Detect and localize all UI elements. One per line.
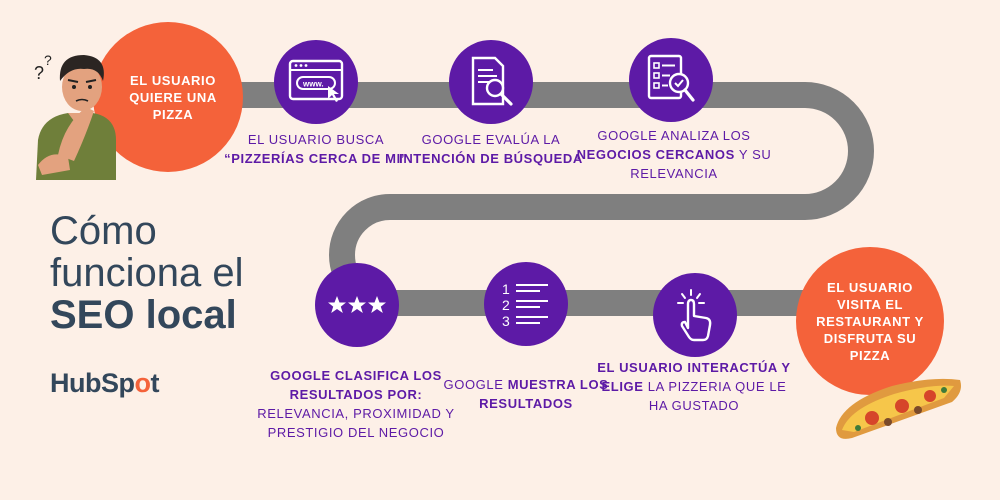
start-circle: EL USUARIO QUIERE UNA PIZZA <box>93 22 243 172</box>
step-analyze-circle <box>629 38 713 122</box>
step-analyze-text-end: Y SU RELEVANCIA <box>630 147 772 181</box>
hubspot-logo: HubSpot <box>50 368 159 399</box>
step-choose-circle <box>653 273 737 357</box>
end-label: EL USUARIO VISITA EL RESTAURANT Y DISFRU… <box>816 279 924 363</box>
page-title: Cómo funciona el SEO local <box>50 210 243 336</box>
step-intent-text: GOOGLE EVALÚA LA <box>421 132 561 147</box>
logo-text-1: HubSp <box>50 368 135 398</box>
step-analyze-caption: GOOGLE ANALIZA LOS NEGOCIOS CERCANOS Y S… <box>574 126 774 183</box>
step-results-bold: MUESTRA LOS RESULTADOS <box>479 377 609 411</box>
title-line-1: Cómo <box>50 209 157 253</box>
step-analyze-bold: NEGOCIOS CERCANOS <box>576 147 735 162</box>
step-rank-text: RELEVANCIA, PROXIMIDAD Y PRESTIGIO DEL N… <box>257 406 455 440</box>
step-intent-bold: INTENCIÓN DE BÚSQUEDA <box>399 151 583 166</box>
browser-window-icon: www. <box>288 59 344 102</box>
checklist-magnifier-icon <box>647 54 695 102</box>
step-rank-caption: GOOGLE CLASIFICA LOS RESULTADOS POR: REL… <box>256 366 456 442</box>
question-mark: ? <box>44 52 52 68</box>
step-search-text: EL USUARIO BUSCA <box>247 132 385 147</box>
svg-text:2: 2 <box>502 297 510 313</box>
step-analyze-text: GOOGLE ANALIZA LOS <box>597 128 751 143</box>
document-magnifier-icon <box>471 56 513 106</box>
numbered-list-icon: 1 2 3 <box>502 281 548 328</box>
svg-text:www.: www. <box>302 80 324 89</box>
step-search-bold: “PIZZERÍAS CERCA DE MI” <box>224 151 408 166</box>
step-results-caption: GOOGLE MUESTRA LOS RESULTADOS <box>426 375 626 413</box>
step-rank-bold: GOOGLE CLASIFICA LOS RESULTADOS POR: <box>270 368 442 402</box>
svg-text:1: 1 <box>502 281 510 297</box>
title-line-2: funciona el <box>50 251 244 295</box>
svg-text:3: 3 <box>502 313 510 328</box>
step-search-caption: EL USUARIO BUSCA “PIZZERÍAS CERCA DE MI” <box>216 130 416 168</box>
step-intent-circle <box>449 40 533 124</box>
step-intent-caption: GOOGLE EVALÚA LA INTENCIÓN DE BÚSQUEDA <box>391 130 591 168</box>
step-choose-text: LA PIZZERIA QUE LE HA GUSTADO <box>643 379 787 413</box>
step-rank-circle <box>315 263 399 347</box>
end-circle: EL USUARIO VISITA EL RESTAURANT Y DISFRU… <box>796 247 944 395</box>
step-choose-caption: EL USUARIO INTERACTÚA Y ELIGE LA PIZZERI… <box>594 358 794 415</box>
tap-hand-icon <box>677 289 712 342</box>
title-line-3: SEO local <box>50 293 237 337</box>
logo-text-2: t <box>150 368 160 398</box>
logo-sprocket: o <box>134 368 152 398</box>
pizza-slice-illustration <box>836 378 961 439</box>
start-label: EL USUARIO QUIERE UNA PIZZA <box>129 72 217 122</box>
three-stars-icon <box>328 296 386 313</box>
step-results-text: GOOGLE <box>443 377 508 392</box>
step-choose-bold: EL USUARIO INTERACTÚA Y ELIGE <box>597 360 791 394</box>
step-search-circle: www. <box>274 40 358 124</box>
step-results-circle: 1 2 3 <box>484 262 568 346</box>
question-mark: ? <box>34 63 44 83</box>
thinking-man-illustration: ? ? <box>34 52 116 180</box>
